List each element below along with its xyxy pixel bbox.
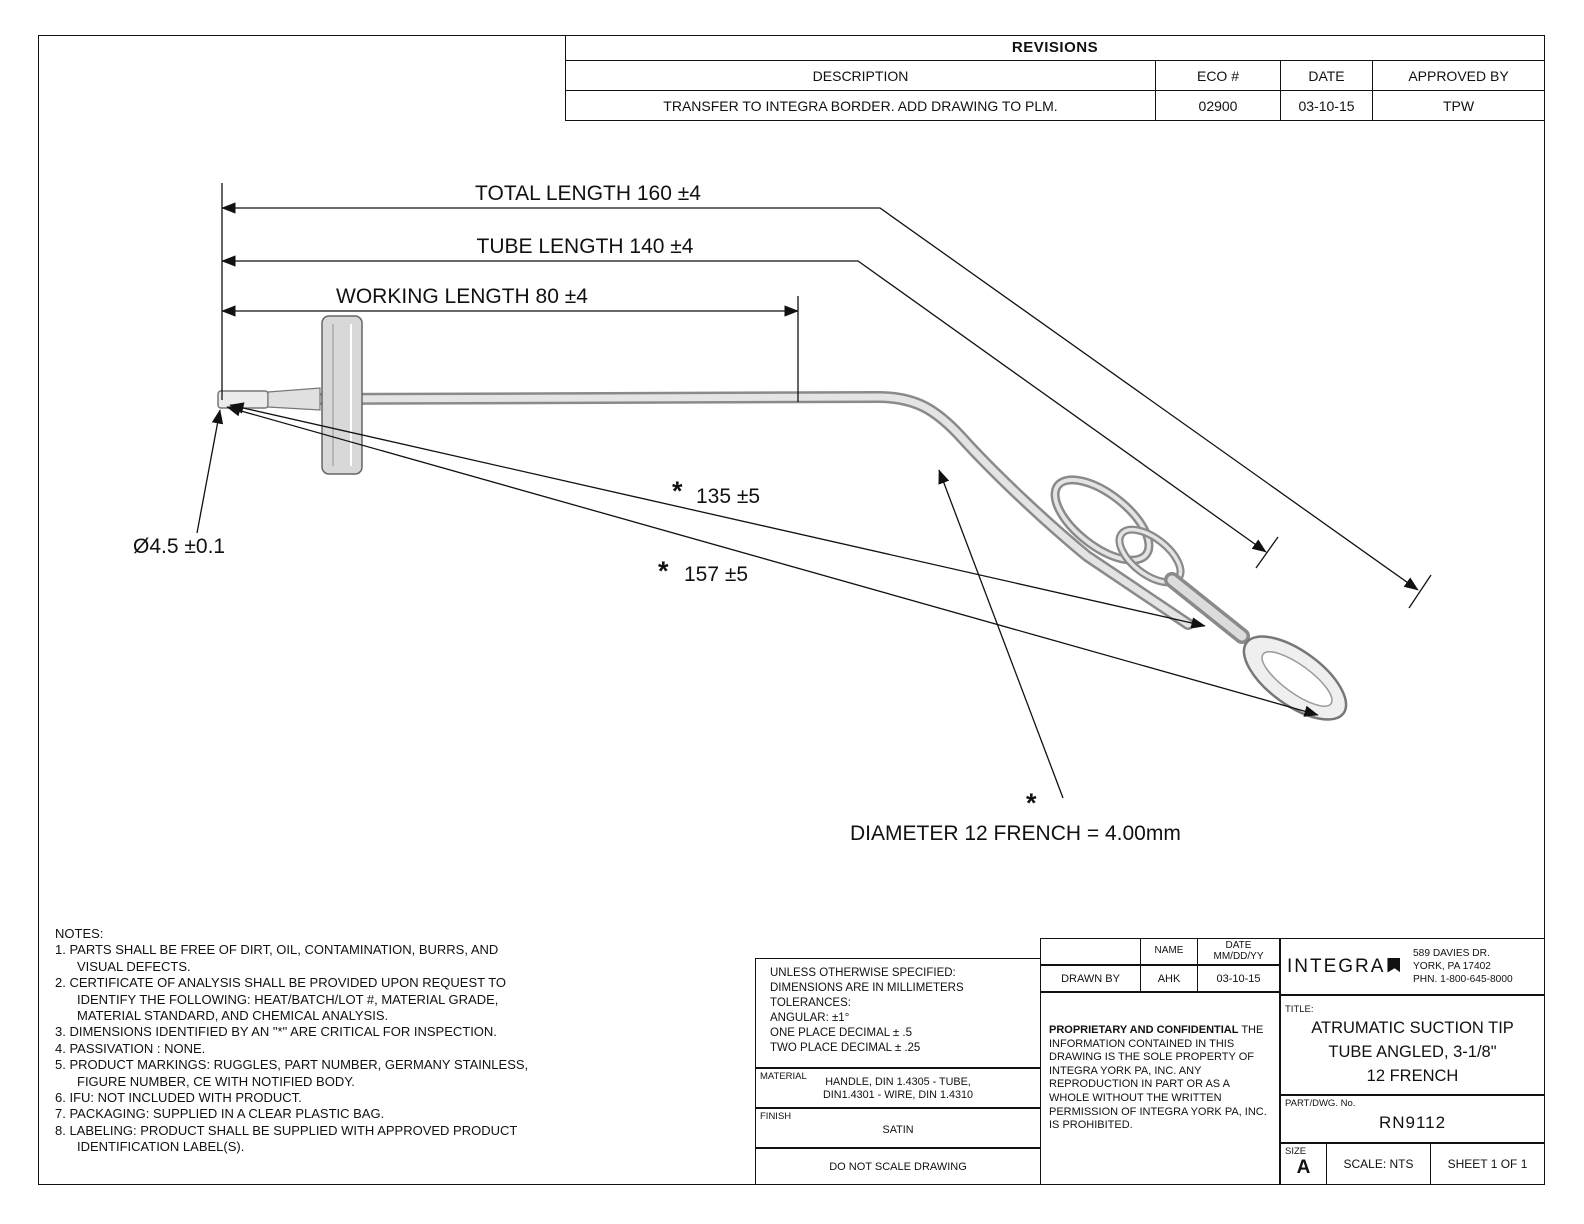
crossbar-grip [321, 315, 363, 475]
notes-title: NOTES: [55, 926, 104, 941]
finish-label: FINISH [760, 1111, 792, 1122]
finish-value: SATIN [882, 1124, 914, 1136]
french-diameter-leader [938, 469, 1064, 799]
finger-loop-outer-highlight [1053, 477, 1151, 563]
tolerances-box: UNLESS OTHERWISE SPECIFIED: DIMENSIONS A… [755, 958, 1041, 1068]
revisions-title: REVISIONS [566, 36, 1544, 61]
tube-length-label: TUBE LENGTH 140 ±4 [477, 235, 694, 258]
tolerance-line: TWO PLACE DECIMAL ± .25 [770, 1041, 921, 1054]
french-diameter-label: DIAMETER 12 FRENCH = 4.00mm [850, 822, 1181, 845]
revisions-header-row: DESCRIPTION ECO # DATE APPROVED BY [566, 61, 1544, 91]
note-item: 1. PARTS SHALL BE FREE OF DIRT, OIL, CON… [55, 942, 499, 974]
title-box: TITLE: ATRUMATIC SUCTION TIP TUBE ANGLED… [1280, 995, 1545, 1095]
material-value: HANDLE, DIN 1.4305 - TUBE, DIN1.4301 - W… [822, 1076, 974, 1101]
notes-section: NOTES: 1. PARTS SHALL BE FREE OF DIRT, O… [55, 926, 537, 1156]
signoff-name-header: NAME [1141, 939, 1198, 964]
dim-135-label: 135 ±5 [696, 485, 760, 508]
size-cell: SIZE A [1281, 1144, 1327, 1184]
revisions-header-date: DATE [1281, 61, 1373, 91]
drawing-title-line: 12 FRENCH [1366, 1067, 1459, 1085]
company-box: INTEGRA 589 DAVIES DR. YORK, PA 17402 PH… [1280, 938, 1545, 995]
drawn-by-label: DRAWN BY [1041, 966, 1141, 991]
suction-tip-instrument [217, 315, 1348, 721]
title-label: TITLE: [1285, 1004, 1314, 1015]
working-length-label: WORKING LENGTH 80 ±4 [336, 285, 588, 308]
tolerance-line: TOLERANCES: [770, 996, 851, 1009]
signoff-blank-cell [1041, 939, 1141, 964]
revision-date: 03-10-15 [1281, 91, 1373, 120]
note-item: 3. DIMENSIONS IDENTIFIED BY AN "*" ARE C… [55, 1024, 497, 1040]
tolerance-line: UNLESS OTHERWISE SPECIFIED: [770, 967, 956, 979]
revisions-table: REVISIONS DESCRIPTION ECO # DATE APPROVE… [565, 35, 1545, 121]
tip-hub [267, 387, 321, 411]
material-box: MATERIAL HANDLE, DIN 1.4305 - TUBE, DIN1… [755, 1068, 1041, 1108]
integra-logo-mark [1387, 957, 1401, 973]
size-label: SIZE [1285, 1146, 1307, 1157]
signoff-header-row: NAME DATE MM/DD/YY [1040, 938, 1280, 965]
part-number-label: PART/DWG. No. [1285, 1098, 1356, 1109]
part-number-value: RN9112 [1378, 1113, 1447, 1132]
dim-157-line [226, 405, 1319, 717]
handle-shaft-highlight [1167, 575, 1247, 641]
proprietary-body: THE INFORMATION CONTAINED IN THIS DRAWIN… [1049, 1024, 1267, 1132]
proprietary-title: PROPRIETARY AND CONFIDENTIAL [1049, 1024, 1239, 1036]
extension-tick-tube-end [1255, 536, 1279, 569]
sheet-cell: SHEET 1 OF 1 [1447, 1157, 1528, 1171]
tip-diameter-leader [196, 409, 224, 534]
proprietary-box: PROPRIETARY AND CONFIDENTIAL THE INFORMA… [1040, 992, 1280, 1185]
size-value: A [1296, 1157, 1311, 1178]
extension-tick-total-end [1408, 574, 1432, 609]
drawn-by-name: AHK [1141, 966, 1198, 991]
dim-157-asterisk: * [658, 556, 669, 586]
note-item: 5. PRODUCT MARKINGS: RUGGLES, PART NUMBE… [55, 1057, 529, 1089]
tolerance-line: DIMENSIONS ARE IN MILLIMETERS [770, 981, 964, 994]
tolerance-line: ONE PLACE DECIMAL ± .5 [770, 1026, 913, 1039]
company-address-line: YORK, PA 17402 [1413, 960, 1491, 972]
drawing-title-line: TUBE ANGLED, 3-1/8" [1328, 1043, 1497, 1061]
company-address: 589 DAVIES DR. YORK, PA 17402 PHN. 1-800… [1413, 947, 1513, 987]
dim-135-asterisk: * [672, 476, 683, 506]
total-length-label: TOTAL LENGTH 160 ±4 [475, 182, 701, 205]
size-scale-sheet-row: SIZE A SCALE: NTS SHEET 1 OF 1 [1280, 1143, 1545, 1185]
revision-eco-number: 02900 [1156, 91, 1281, 120]
finish-box: FINISH SATIN [755, 1108, 1041, 1148]
revisions-header-description: DESCRIPTION [566, 61, 1156, 91]
revisions-header-eco: ECO # [1156, 61, 1281, 91]
company-address-line: 589 DAVIES DR. [1413, 947, 1490, 959]
do-not-scale-text: DO NOT SCALE DRAWING [829, 1160, 967, 1173]
tip-diameter-label: Ø4.5 ±0.1 [133, 535, 225, 558]
revision-description: TRANSFER TO INTEGRA BORDER. ADD DRAWING … [566, 91, 1156, 120]
part-number-box: PART/DWG. No. RN9112 [1280, 1095, 1545, 1143]
company-address-line: PHN. 1-800-645-8000 [1413, 974, 1513, 986]
revisions-data-row: TRANSFER TO INTEGRA BORDER. ADD DRAWING … [566, 91, 1544, 120]
material-label: MATERIAL [760, 1071, 807, 1082]
suction-tip [217, 390, 269, 409]
french-diameter-asterisk: * [1026, 788, 1037, 818]
revision-approved-by: TPW [1442, 98, 1475, 114]
dim-157-label: 157 ±5 [684, 563, 748, 586]
drawn-by-date: 03-10-15 [1216, 972, 1261, 985]
note-item: 4. PASSIVATION : NONE. [55, 1040, 206, 1056]
note-item: 8. LABELING: PRODUCT SHALL BE SUPPLIED W… [55, 1122, 518, 1155]
note-item: 2. CERTIFICATE OF ANALYSIS SHALL BE PROV… [55, 975, 507, 1024]
integra-logo-text: INTEGRA [1287, 955, 1386, 977]
revisions-header-approved: APPROVED BY [1373, 61, 1544, 91]
integra-logo: INTEGRA [1287, 956, 1413, 978]
drawing-title-line: ATRUMATIC SUCTION TIP [1311, 1019, 1514, 1037]
drawn-by-row: DRAWN BY AHK 03-10-15 [1040, 965, 1280, 992]
note-item: 6. IFU: NOT INCLUDED WITH PRODUCT. [55, 1090, 302, 1106]
do-not-scale-box: DO NOT SCALE DRAWING [755, 1148, 1041, 1185]
signoff-date-header: DATE MM/DD/YY [1213, 940, 1264, 962]
note-item: 7. PACKAGING: SUPPLIED IN A CLEAR PLASTI… [55, 1106, 385, 1122]
scale-cell: SCALE: NTS [1327, 1144, 1431, 1184]
tolerance-line: ANGULAR: ±1° [770, 1011, 850, 1024]
